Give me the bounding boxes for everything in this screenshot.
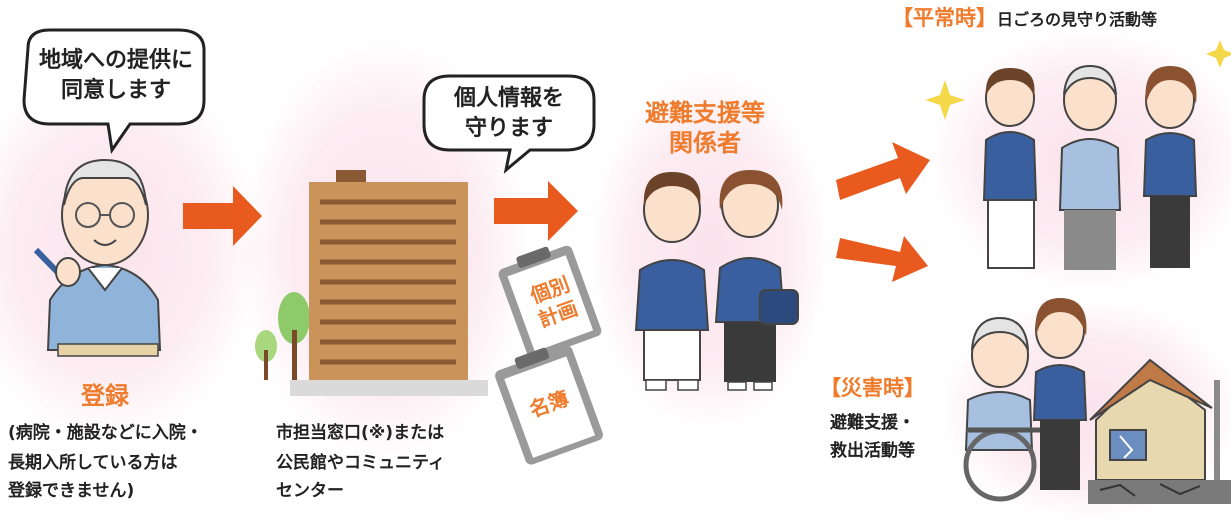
elderly-man-icon [33, 158, 162, 357]
normal-times-heading: 【平常時】日ごろの見守り活動等 [892, 2, 1231, 32]
city-note-line-2: 公民館やコミュニティ [276, 453, 445, 473]
city-note-line-3: センター [276, 481, 344, 501]
disaster-times-bracket: 【災害時】 [820, 376, 925, 400]
disaster-text-line-2: 救出活動等 [830, 441, 915, 461]
normal-times-group-icon [925, 40, 1231, 270]
illustration-layer [22, 28, 1231, 504]
privacy-speech-line-1: 個人情報を [453, 86, 564, 111]
normal-times-bracket: 【平常時】 [892, 6, 997, 30]
clipboard-list-icon [495, 345, 603, 465]
clipboard-plan-icon [498, 245, 602, 360]
support-title-line-1: 避難支援等 [645, 99, 765, 127]
consent-speech-line-1: 地域への提供に [38, 48, 193, 73]
register-note-line-1: (病院・施設などに入院・ [8, 423, 203, 443]
register-label: 登録 [81, 382, 129, 410]
speech-bubble-consent [22, 28, 206, 154]
support-title-line-2: 関係者 [669, 129, 741, 157]
support-worker-male-icon [634, 172, 710, 391]
arrow-normal-icon [836, 142, 930, 200]
city-note-line-1: 市担当窓口(※)または [276, 423, 445, 443]
arrow-1-icon [183, 186, 262, 246]
privacy-speech-line-2: 守ります [464, 116, 553, 141]
speech-bubble-privacy [422, 74, 596, 174]
consent-speech-line-2: 同意します [60, 78, 171, 103]
disaster-text-line-1: 避難支援・ [830, 413, 915, 433]
tree-icon [255, 292, 310, 380]
arrow-2-icon [494, 181, 578, 241]
support-worker-female-icon [714, 170, 799, 391]
city-office-building-icon [290, 170, 488, 396]
normal-times-text: 日ごろの見守り活動等 [997, 10, 1158, 29]
register-note-line-3: 登録できません) [8, 481, 135, 501]
register-note-line-2: 長期入所している方は [8, 453, 178, 473]
disaster-times-group-icon [963, 298, 1231, 504]
support-glow [590, 70, 830, 430]
arrow-disaster-icon [836, 236, 928, 282]
